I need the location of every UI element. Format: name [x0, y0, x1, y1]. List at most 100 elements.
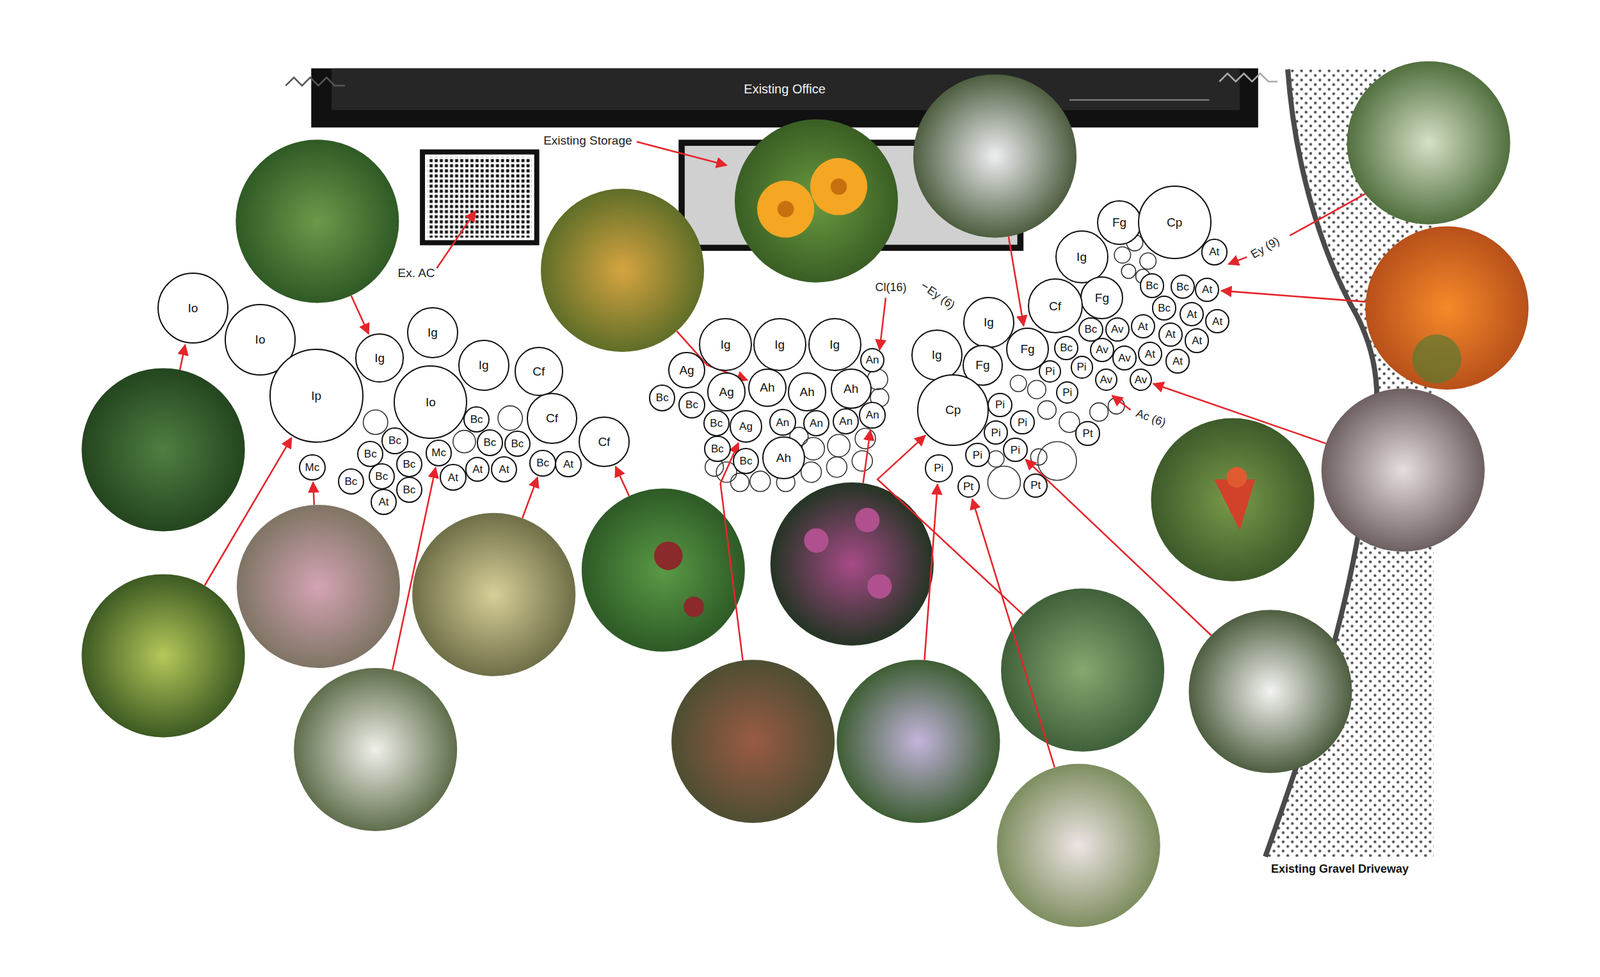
plant-code: At [1208, 246, 1220, 258]
plant-circle: Pt [957, 475, 980, 498]
plant-circle: Cf [1027, 278, 1083, 334]
plant-code: Ig [427, 326, 438, 339]
leader-arrow [1153, 384, 1327, 444]
plant-code: Io [255, 333, 266, 346]
leader-arrow [924, 484, 937, 661]
plant-code: Pt [963, 481, 974, 493]
plant-circle: Bc [529, 449, 556, 477]
plant-code: Av [1134, 374, 1148, 386]
plant-code: Fg [1095, 291, 1110, 304]
plant-code: Pi [1010, 444, 1021, 456]
plant-code: Ig [829, 338, 840, 351]
plant-circle: Cf [578, 416, 630, 468]
plant-circle: Av [1129, 368, 1152, 392]
plant-code: Pi [1045, 366, 1055, 377]
plant-code: Ig [1076, 250, 1087, 264]
plant-circle: Bc [1054, 336, 1079, 361]
plant-circle: Ag [729, 410, 763, 443]
leader-arrow [312, 482, 315, 505]
plant-code: Pi [1017, 417, 1028, 429]
plant-code: At [1201, 284, 1213, 296]
plant-code: Bc [470, 414, 484, 425]
plant-code: Bc [1145, 280, 1159, 292]
plant-circle: Cf [526, 392, 578, 445]
plant-code: Bc [364, 448, 377, 460]
plant-code: Ig [983, 316, 994, 329]
plant-code: Ig [720, 338, 731, 351]
plant-circle: Ig [458, 339, 510, 392]
plant-circle: Ig [911, 329, 963, 381]
plant-circle: Ag [668, 352, 705, 389]
annotation-label: Ey (6) [924, 284, 958, 313]
plant-code: Av [1095, 344, 1109, 356]
plant-code: At [448, 472, 459, 484]
plant-circle: At [1205, 309, 1230, 334]
plant-code: Ah [759, 381, 775, 394]
plant-circle: Ig [698, 318, 752, 372]
plant-code: At [1137, 321, 1149, 333]
annotation-label: Cl(16) [874, 281, 907, 295]
plant-code: Bc [510, 438, 524, 450]
plant-circle: Bc [732, 448, 760, 475]
plant-code: Cf [545, 412, 559, 425]
plant-code: At [1212, 316, 1223, 328]
leader-arrow [615, 466, 630, 496]
plant-code: Bc [1084, 323, 1097, 335]
plant-code: At [1172, 355, 1183, 367]
plant-code: An [865, 409, 880, 421]
plant-code: Bc [388, 435, 402, 447]
plant-circle: Bc [463, 406, 490, 433]
plant-circle: Ag [707, 372, 747, 412]
plant-code: Pi [1076, 361, 1087, 373]
plant-code: Bc [1157, 302, 1171, 314]
plant-circle: At [439, 464, 466, 491]
plant-code: Fg [1112, 216, 1127, 229]
plant-circle: At [1194, 277, 1220, 303]
plant-code: Mc [431, 447, 447, 459]
plant-code: Ag [719, 385, 735, 399]
plant-code: Bc [711, 443, 724, 455]
plant-code: Bc [402, 458, 416, 470]
plant-circle: Pi [983, 420, 1008, 445]
plant-circle: Ig [355, 333, 405, 383]
plant-circle: Mc [298, 454, 326, 481]
leader-arrow [720, 442, 744, 661]
leader-arrow [863, 430, 871, 484]
plant-code: Pi [1062, 387, 1072, 399]
plant-circle: Mc [425, 439, 452, 466]
plant-circle: Bc [703, 410, 730, 437]
plant-circle: At [490, 456, 518, 483]
plant-circle: Cp [917, 374, 989, 447]
plant-code: Bc [685, 399, 699, 411]
plant-circle: Pt [1023, 473, 1048, 498]
plant-code: Av [1118, 352, 1131, 364]
plant-circle: Bc [648, 384, 676, 411]
plant-circle: Ig [753, 318, 807, 372]
plant-code: Bc [656, 392, 669, 404]
plant-code: Ag [679, 364, 694, 377]
plant-code: Bc [709, 417, 723, 429]
plant-circle: Bc [381, 427, 408, 454]
plant-code: An [775, 417, 790, 429]
plant-circle: Io [157, 272, 230, 345]
plant-code: Fg [975, 359, 990, 372]
plant-code: Cp [1166, 216, 1183, 229]
plant-circle: Cf [514, 346, 564, 397]
plant-code: Av [1100, 374, 1113, 386]
plant-circle: At [1165, 348, 1190, 374]
annotation-label: Ex. AC [397, 266, 435, 281]
plant-circle: At [1130, 314, 1156, 339]
plant-circle: Ig [1055, 230, 1109, 284]
plant-circle: At [1201, 238, 1228, 265]
plant-code: Fg [1020, 343, 1035, 356]
plant-circle: Bc [504, 430, 531, 457]
site-label: Existing Gravel Driveway [1271, 863, 1409, 877]
plant-circle: Av [1095, 368, 1118, 392]
plant-code: Cf [597, 435, 610, 448]
plant-circle: Ig [808, 318, 862, 372]
plant-circle: Bc [368, 463, 395, 490]
plant-circle: An [858, 401, 886, 429]
plant-code: Pi [972, 449, 983, 461]
